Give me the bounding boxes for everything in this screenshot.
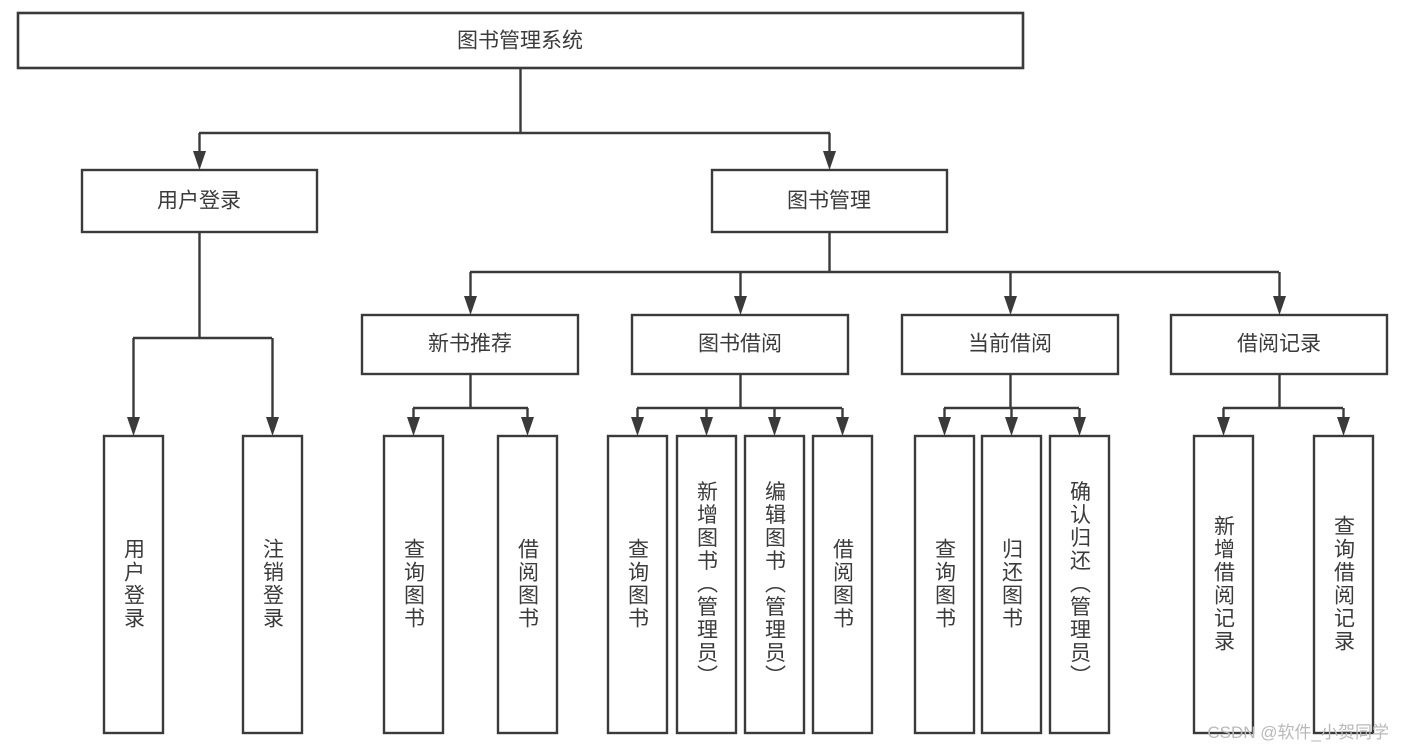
leaf-box[interactable] (1048, 434, 1111, 735)
leaf-box[interactable] (913, 434, 976, 735)
node-book-borrow[interactable]: 图书借阅 (630, 313, 850, 376)
node-user-login[interactable]: 用户登录 (80, 168, 319, 234)
arrow-user-login-leaf0 (127, 417, 140, 436)
node-root-book-management-system[interactable]: 图书管理系统 (16, 11, 1025, 70)
leaf-label: 查询借阅记录 (1332, 515, 1356, 653)
arrow-book-mgmt-c1 (734, 296, 747, 315)
new-book-recommend-label: 新书推荐 (428, 333, 512, 356)
leaf-label: 新增借阅记录 (1212, 515, 1236, 653)
leaf-borrow-record-0[interactable]: 新增借阅记录 (1192, 434, 1255, 735)
borrow-record-label: 借阅记录 (1237, 333, 1321, 356)
leaf-book-borrow-0[interactable]: 查询图书 (606, 434, 669, 735)
book-management-label: 图书管理 (787, 190, 871, 213)
arrow-book-borrow-leaf0 (631, 417, 644, 436)
arrow-book-borrow-leaf1 (700, 417, 713, 436)
leaf-box[interactable] (496, 434, 559, 735)
arrow-current-borrow-leaf0 (938, 417, 951, 436)
arrow-borrow-record-leaf1 (1337, 417, 1350, 436)
leaf-current-borrow-0[interactable]: 查询图书 (913, 434, 976, 735)
leaf-book-borrow-3[interactable]: 借阅图书 (811, 434, 874, 735)
node-current-borrow[interactable]: 当前借阅 (900, 313, 1120, 376)
leaf-new-book-1[interactable]: 借阅图书 (496, 434, 559, 735)
arrow-book-mgmt-c3 (1273, 296, 1286, 315)
leaf-current-borrow-1[interactable]: 归还图书 (980, 434, 1043, 735)
leaf-label: 查询图书 (626, 538, 650, 630)
leaf-box[interactable] (102, 434, 165, 735)
leaf-borrow-record-1[interactable]: 查询借阅记录 (1312, 434, 1375, 735)
arrow-book-borrow-leaf3 (836, 417, 849, 436)
leaf-label: 借阅图书 (831, 538, 855, 630)
node-book-management[interactable]: 图书管理 (710, 168, 949, 234)
book-borrow-label: 图书借阅 (698, 333, 782, 356)
leaf-label: 借阅图书 (516, 538, 540, 630)
node-borrow-record[interactable]: 借阅记录 (1169, 313, 1389, 376)
leaf-book-borrow-1[interactable]: 新增图书（管理员） (675, 434, 738, 735)
leaf-box[interactable] (1192, 434, 1255, 735)
leaf-box[interactable] (382, 434, 445, 735)
leaf-box[interactable] (811, 434, 874, 735)
leaf-box[interactable] (1312, 434, 1375, 735)
arrow-current-borrow-leaf2 (1073, 417, 1086, 436)
leaf-box[interactable] (980, 434, 1043, 735)
leaf-label: 查询图书 (933, 538, 957, 630)
arrow-new-book-leaf0 (407, 417, 420, 436)
leaf-box[interactable] (241, 434, 304, 735)
arrow-book-mgmt-c0 (464, 296, 477, 315)
new-book-recommend-box[interactable] (360, 313, 580, 376)
root-box[interactable] (16, 11, 1025, 70)
leaf-label: 注销登录 (261, 538, 285, 630)
leaf-label: 归还图书 (1000, 538, 1024, 630)
leaf-label: 确认归还（管理员） (1068, 481, 1092, 688)
user-login-label: 用户登录 (157, 190, 241, 213)
node-new-book-recommend[interactable]: 新书推荐 (360, 313, 580, 376)
user-login-box[interactable] (80, 168, 319, 234)
borrow-record-box[interactable] (1169, 313, 1389, 376)
arrow-book-mgmt-c2 (1004, 296, 1017, 315)
leaf-box[interactable] (606, 434, 669, 735)
leaf-current-borrow-2[interactable]: 确认归还（管理员） (1048, 434, 1111, 735)
leaf-box[interactable] (743, 434, 806, 735)
leaf-user-login-1[interactable]: 注销登录 (241, 434, 304, 735)
arrow-borrow-record-leaf0 (1217, 417, 1230, 436)
arrow-root-to-book-mgmt (823, 151, 836, 170)
current-borrow-box[interactable] (900, 313, 1120, 376)
leaf-user-login-0[interactable]: 用户登录 (102, 434, 165, 735)
arrow-book-borrow-leaf2 (768, 417, 781, 436)
leaf-label: 查询图书 (402, 538, 426, 630)
leaf-label: 用户登录 (122, 538, 146, 630)
edge-layer (127, 68, 1350, 436)
leaf-label: 编辑图书（管理员） (763, 481, 787, 688)
leaf-new-book-0[interactable]: 查询图书 (382, 434, 445, 735)
book-management-box[interactable] (710, 168, 949, 234)
leaf-label: 新增图书（管理员） (695, 481, 719, 688)
arrow-user-login-leaf1 (266, 417, 279, 436)
current-borrow-label: 当前借阅 (968, 333, 1052, 356)
book-borrow-box[interactable] (630, 313, 850, 376)
arrow-new-book-leaf1 (521, 417, 534, 436)
arrow-root-to-user-login (193, 151, 206, 170)
root-label: 图书管理系统 (457, 30, 583, 53)
arrow-current-borrow-leaf1 (1005, 417, 1018, 436)
leaf-book-borrow-2[interactable]: 编辑图书（管理员） (743, 434, 806, 735)
leaf-box[interactable] (675, 434, 738, 735)
